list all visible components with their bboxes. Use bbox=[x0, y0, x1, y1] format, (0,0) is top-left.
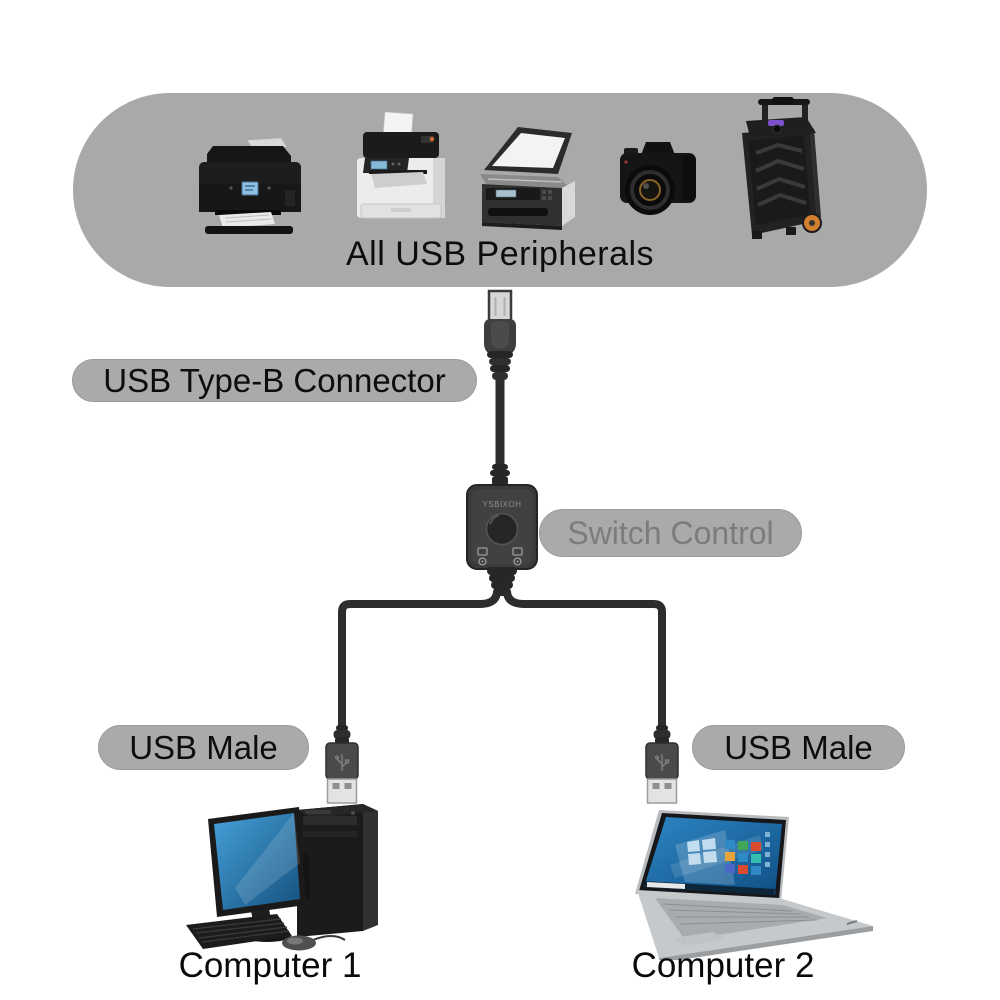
usb-male-left-callout: USB Male bbox=[98, 725, 309, 770]
cable-branch-left bbox=[338, 590, 501, 730]
peripherals-group: All USB Peripherals bbox=[73, 93, 927, 287]
peripherals-label: All USB Peripherals bbox=[345, 235, 655, 273]
computer1-label: Computer 1 bbox=[178, 946, 362, 985]
usb-male-connector-right-icon bbox=[645, 725, 679, 804]
usb-male-connector-left-icon bbox=[325, 725, 359, 804]
flatbed-scanner-icon bbox=[480, 127, 575, 230]
cable-branch-right bbox=[503, 590, 666, 730]
switch-control-callout: Switch Control bbox=[539, 509, 802, 557]
port-2-indicator-icon bbox=[512, 547, 523, 566]
laptop-computer-icon bbox=[635, 810, 873, 960]
computer2-label: Computer 2 bbox=[631, 946, 815, 985]
usb-male-right-callout: USB Male bbox=[692, 725, 905, 770]
multifunction-printer-icon bbox=[199, 138, 301, 234]
desktop-computer-icon bbox=[186, 804, 378, 951]
switch-brand-text: YSBIXOH bbox=[482, 500, 521, 509]
switch-device: YSBIXOH bbox=[466, 464, 538, 596]
usb-type-b-connector-icon bbox=[484, 289, 516, 380]
port-1-indicator-icon bbox=[477, 547, 488, 566]
inkjet-printer-icon bbox=[357, 112, 445, 219]
switch-button bbox=[485, 512, 519, 546]
usb-type-b-callout: USB Type-B Connector bbox=[72, 359, 477, 402]
windows-logo-icon bbox=[687, 838, 717, 865]
dslr-camera-icon bbox=[620, 142, 696, 215]
portable-speaker-icon bbox=[742, 97, 822, 239]
start-menu-tiles bbox=[725, 832, 770, 875]
